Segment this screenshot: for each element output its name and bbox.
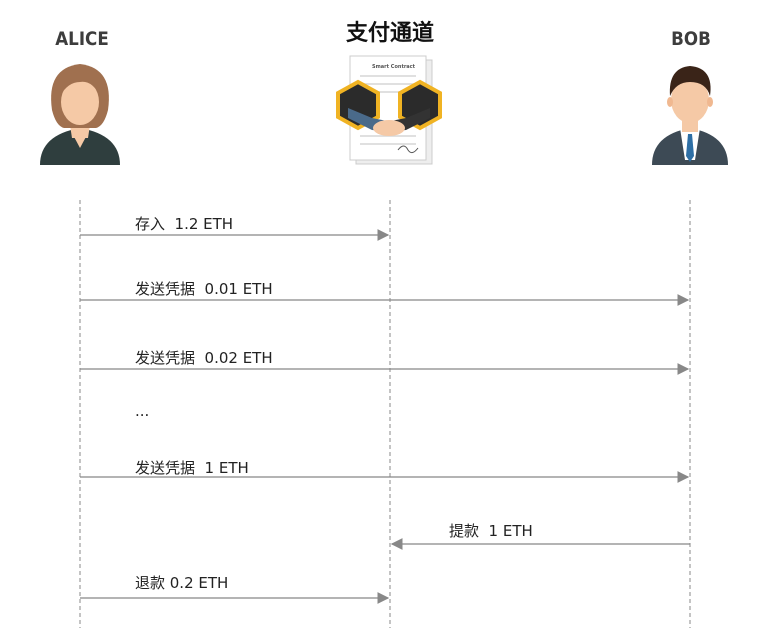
- smart-contract-handshake-icon: Smart Contract: [336, 55, 442, 165]
- message-label-voucher-2: 发送凭据 0.02 ETH: [135, 349, 273, 367]
- smart-contract-label: Smart Contract: [372, 64, 416, 70]
- message-label-voucher-3: 发送凭据 1 ETH: [135, 459, 249, 477]
- message-label-voucher-1: 发送凭据 0.01 ETH: [135, 280, 273, 298]
- page-title: 支付通道: [345, 21, 434, 46]
- alice-name: ALICE: [55, 28, 109, 50]
- bob-avatar-icon: [652, 66, 728, 165]
- message-label-refund: 退款 0.2 ETH: [135, 574, 229, 592]
- message-label-withdraw: 提款 1 ETH: [449, 522, 533, 540]
- alice-avatar-icon: [40, 64, 120, 165]
- message-label-deposit: 存入 1.2 ETH: [135, 215, 234, 233]
- message-label-ellipsis: ...: [135, 402, 150, 420]
- bob-name: BOB: [671, 28, 711, 50]
